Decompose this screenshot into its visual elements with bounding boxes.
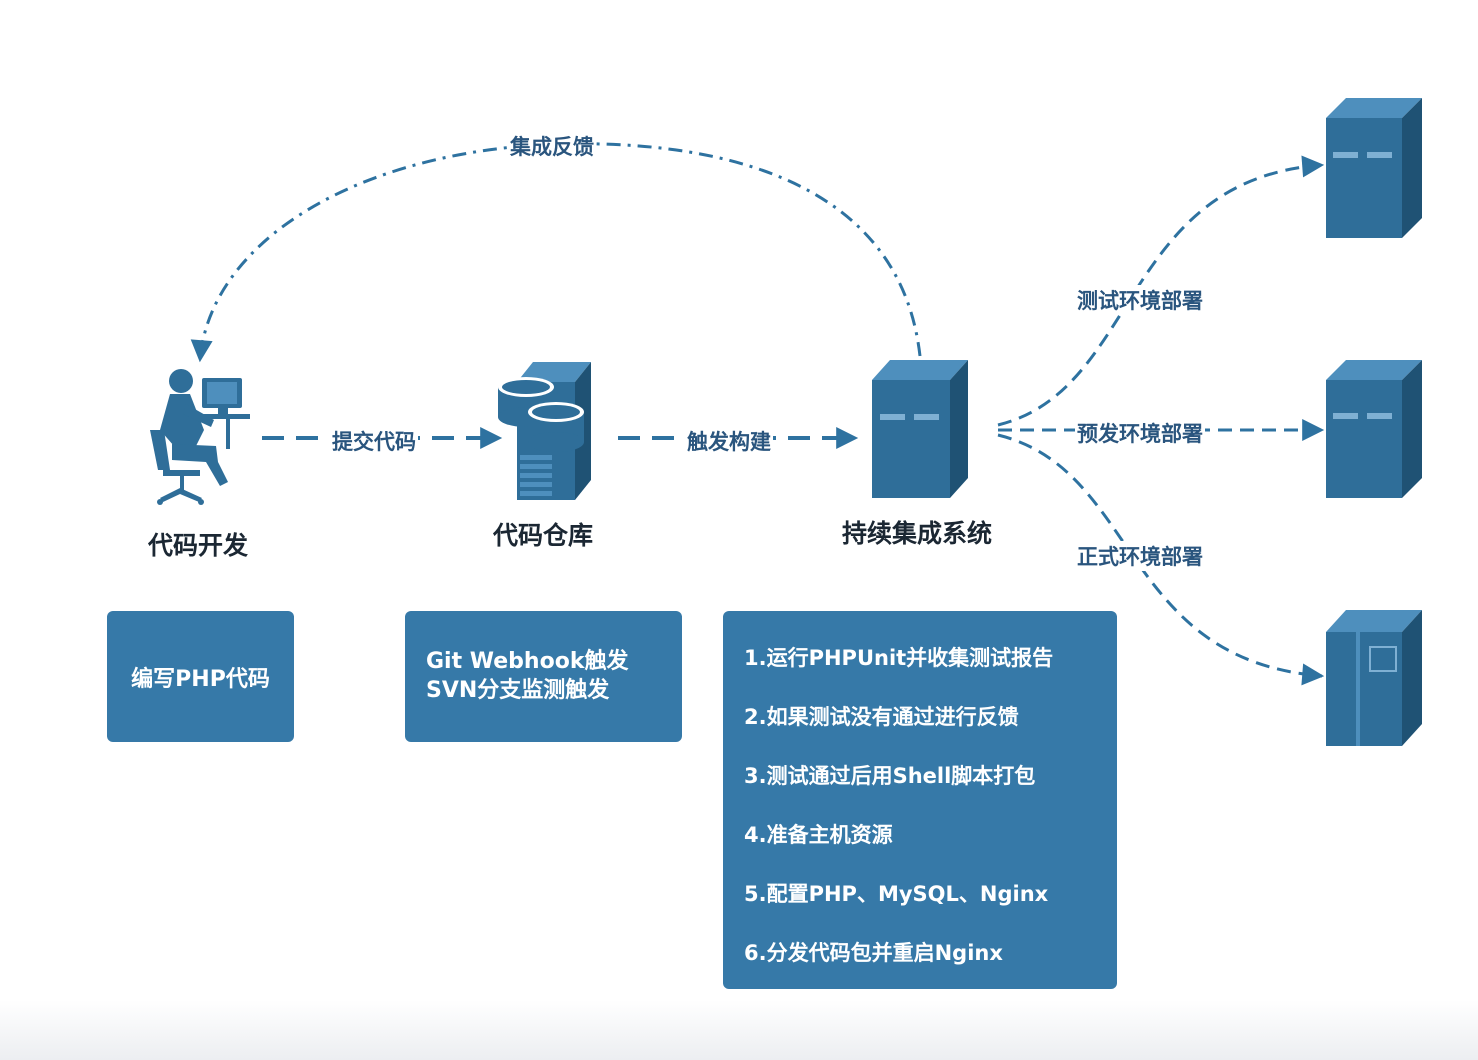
commit-label: 提交代码 [330, 426, 418, 456]
ci-node-label: 持续集成系统 [842, 519, 993, 548]
ci-box: 1.运行PHPUnit并收集测试报告 2.如果测试没有通过进行反馈 3.测试通过… [723, 611, 1117, 989]
prod-deploy-label: 正式环境部署 [1075, 541, 1205, 571]
developer-icon [150, 369, 250, 505]
feedback-arrow [190, 142, 922, 363]
repo-box-line: SVN分支监测触发 [426, 678, 610, 703]
ci-step: 3.测试通过后用Shell脚本打包 [744, 764, 1036, 788]
ci-step: 5.配置PHP、MySQL、Nginx [744, 882, 1049, 906]
dev-box-line: 编写PHP代码 [131, 666, 270, 692]
test-deploy-label: 测试环境部署 [1075, 285, 1205, 315]
ci-step: 2.如果测试没有通过进行反馈 [744, 705, 1019, 729]
repo-box: Git Webhook触发 SVN分支监测触发 [405, 611, 682, 742]
repo-node-label: 代码仓库 [493, 521, 594, 550]
ci-step: 1.运行PHPUnit并收集测试报告 [744, 646, 1054, 670]
repository-server-icon [498, 362, 591, 500]
pre-release-server-icon [1326, 360, 1422, 498]
ci-step: 6.分发代码包并重启Nginx [744, 941, 1003, 965]
test-server-icon [1326, 98, 1422, 238]
trigger-label: 触发构建 [685, 426, 773, 456]
feedback-label: 集成反馈 [508, 131, 596, 161]
dev-box: 编写PHP代码 [107, 611, 294, 742]
production-server-icon [1326, 610, 1422, 746]
bottom-fade [0, 1000, 1478, 1060]
prod-deploy-arrow [997, 433, 1325, 686]
ci-step: 4.准备主机资源 [744, 823, 893, 847]
pre-deploy-label: 预发环境部署 [1075, 418, 1205, 448]
ci-server-icon [872, 360, 968, 498]
dev-node-label: 代码开发 [148, 531, 249, 560]
repo-box-line: Git Webhook触发 [426, 649, 629, 674]
